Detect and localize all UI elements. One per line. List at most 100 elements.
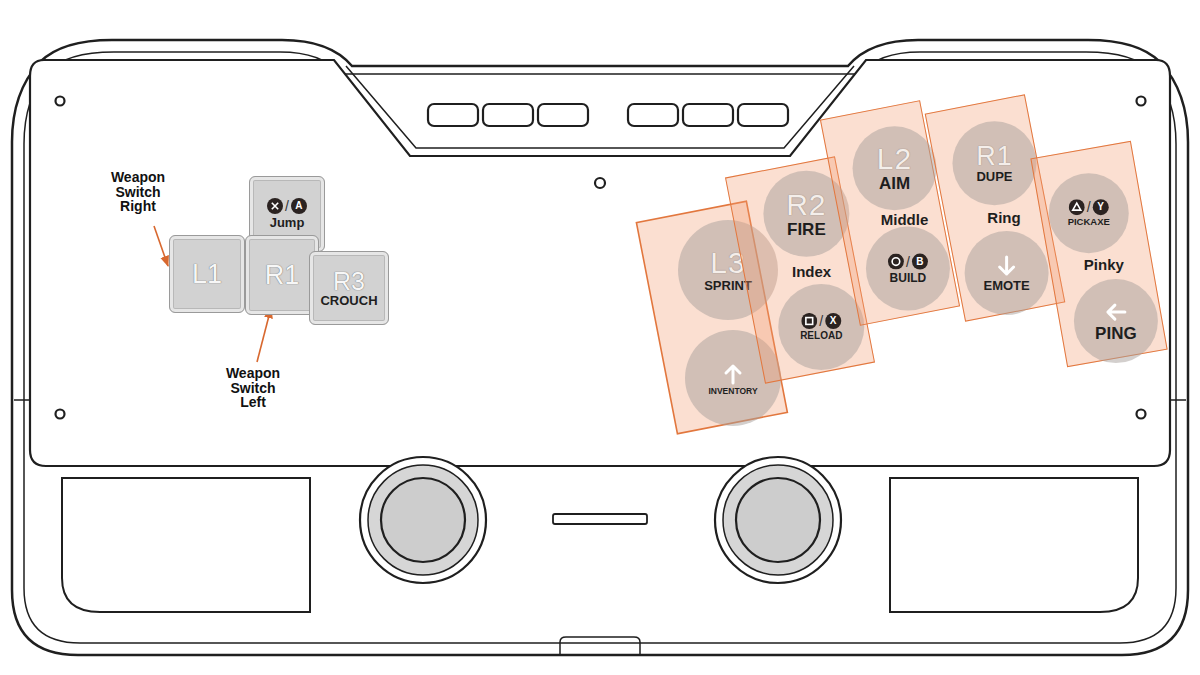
button-label: FIRE — [787, 221, 826, 239]
keycap: L1 — [169, 235, 245, 313]
screw-holes — [56, 97, 1146, 419]
button-label: PING — [1095, 325, 1137, 343]
arrow-icon — [720, 361, 746, 387]
arrow-icon — [1103, 299, 1129, 325]
drawing-stroke — [24, 52, 1176, 643]
drawing-stroke — [14, 399, 1186, 401]
drawing-stroke — [1137, 97, 1146, 106]
drawing-stroke — [715, 457, 841, 583]
drawing-stroke — [257, 308, 271, 362]
arrow-icon — [993, 253, 1019, 279]
drawing-stroke — [360, 457, 486, 583]
icon-stroke — [888, 253, 904, 269]
keycap: R3CROUCH — [309, 251, 389, 325]
icon-stroke — [267, 198, 283, 214]
symbol-row: /X — [801, 313, 841, 329]
drawing-stroke — [683, 104, 733, 126]
icon-stroke — [726, 366, 740, 383]
icon-stroke — [1073, 203, 1081, 210]
icon-stroke — [1069, 199, 1085, 215]
finger-label: Ring — [987, 209, 1020, 226]
button-label: R1 — [265, 261, 300, 289]
button-label: AIM — [879, 176, 910, 194]
button-label: DUPE — [976, 171, 1012, 185]
keycap: R1 — [245, 235, 319, 315]
drawing-stroke — [381, 478, 465, 562]
drawing-stroke — [538, 104, 588, 126]
button-label: Jump — [270, 216, 305, 230]
button-label: CROUCH — [320, 294, 377, 308]
drawing-stroke — [723, 465, 833, 575]
icon-stroke — [999, 257, 1013, 274]
icon-stroke — [726, 366, 740, 383]
icon-stroke — [1108, 305, 1125, 319]
arcade-button: /X RELOAD — [778, 284, 864, 370]
button-label: INVENTORY — [708, 387, 757, 396]
drawing-stroke — [428, 104, 478, 126]
xbox-letter: B — [912, 253, 928, 269]
xbox-letter: A — [291, 198, 307, 214]
ps-symbol — [1069, 199, 1085, 215]
callout-label: Weapon Switch Left — [218, 366, 288, 410]
symbol-row: /B — [888, 253, 928, 269]
arcade-button: PING — [1074, 279, 1158, 363]
drawing-stroke — [30, 60, 1170, 466]
button-label: PICKAXE — [1068, 217, 1110, 227]
symbol-row: /Y — [1069, 199, 1109, 215]
xbox-letter: Y — [1093, 199, 1109, 215]
drawing-stroke — [154, 226, 168, 266]
drawing-stroke — [560, 637, 640, 655]
drawing-stroke — [368, 465, 478, 575]
finger-group: Pinky/YPICKAXEPING — [1030, 141, 1167, 367]
top-buttons — [428, 104, 788, 126]
icon-stroke — [806, 317, 813, 324]
button-label: L2 — [876, 144, 911, 176]
arcade-button: R1DUPE — [952, 122, 1036, 206]
button-label: R3 — [333, 268, 365, 294]
joysticks — [360, 457, 841, 583]
button-label: EMOTE — [983, 279, 1029, 293]
drawing-stroke — [483, 104, 533, 126]
drawing-stroke — [56, 410, 65, 419]
arcade-button: EMOTE — [964, 231, 1048, 315]
drawing-stroke — [553, 514, 647, 524]
arcade-button: /Y PICKAXE — [1049, 173, 1129, 253]
finger-label: Pinky — [1084, 255, 1124, 272]
icon-stroke — [892, 258, 900, 266]
separator: / — [285, 198, 289, 214]
drawing-stroke — [12, 40, 1188, 655]
drawing-stroke — [56, 97, 65, 106]
button-label: R2 — [786, 189, 826, 221]
icon-stroke — [801, 313, 817, 329]
button-label: R1 — [976, 143, 1013, 171]
drawing-stroke — [738, 104, 788, 126]
callout-label: Weapon Switch Right — [103, 170, 173, 214]
finger-label: Index — [792, 263, 831, 280]
icon-stroke — [272, 203, 278, 209]
symbol-row: /A — [267, 198, 307, 214]
button-label: RELOAD — [800, 331, 842, 342]
drawing-stroke — [346, 66, 854, 148]
drawing-stroke — [628, 104, 678, 126]
arcade-button: /B BUILD — [866, 227, 950, 311]
separator: / — [819, 313, 823, 329]
ps-symbol — [267, 198, 283, 214]
drawing-stroke — [1137, 410, 1146, 419]
housing — [12, 40, 1188, 655]
ps-symbol — [801, 313, 817, 329]
ps-symbol — [888, 253, 904, 269]
separator: / — [906, 253, 910, 269]
drawing-stroke — [595, 178, 605, 188]
button-label: BUILD — [890, 271, 927, 284]
drawing-stroke — [62, 478, 310, 612]
separator: / — [1087, 199, 1091, 215]
xbox-letter: X — [825, 313, 841, 329]
arcade-button: L2AIM — [852, 127, 936, 211]
icon-stroke — [999, 257, 1013, 274]
icon-stroke — [1108, 305, 1125, 319]
drawing-stroke — [890, 478, 1138, 612]
finger-label: Middle — [880, 211, 928, 228]
button-label: L1 — [192, 260, 222, 288]
drawing-stroke — [736, 478, 820, 562]
